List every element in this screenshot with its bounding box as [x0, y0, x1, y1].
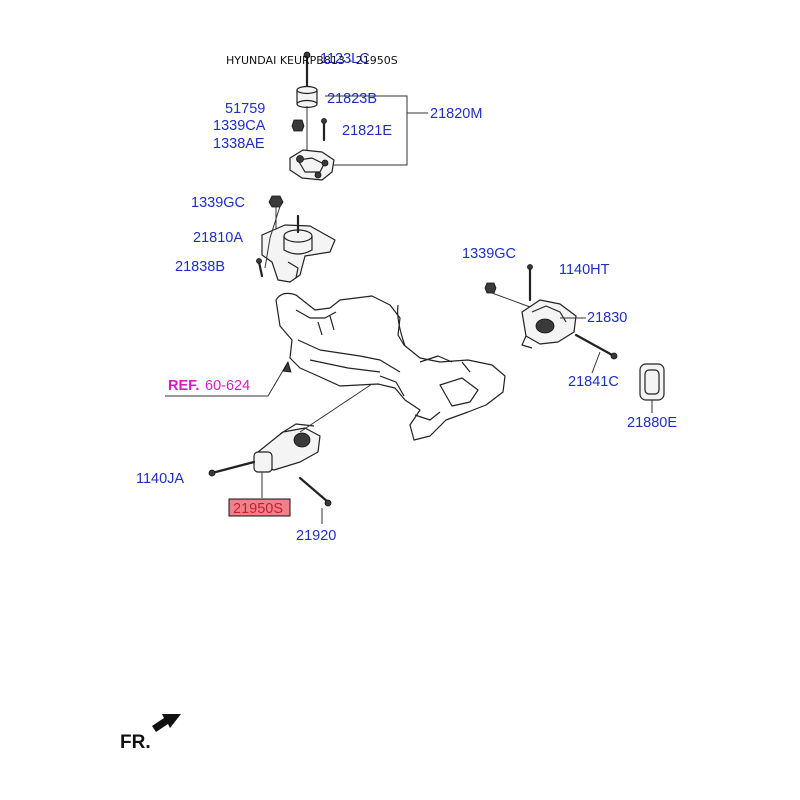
upper-mount-bracket-group — [289, 51, 428, 181]
label-21880e: 21880E — [627, 415, 677, 431]
label-21830: 21830 — [587, 310, 627, 326]
diagram-header-title: HYUNDAI KEURPB813 - 21950S — [226, 54, 398, 67]
front-label: FR. — [120, 732, 151, 753]
label-1339gc-right: 1339GC — [462, 246, 516, 262]
nut-1339ca — [291, 119, 305, 132]
cover-21880e — [639, 363, 665, 413]
label-21838b: 21838B — [175, 259, 225, 275]
label-1339gc-left: 1339GC — [191, 195, 245, 211]
ref-callout — [165, 360, 292, 397]
front-direction-arrow-icon — [152, 714, 181, 732]
bracket-plate — [289, 149, 335, 181]
label-1123lc: 1123LC — [320, 51, 370, 67]
bolt-1123lc — [303, 51, 311, 90]
bushing-21823b — [296, 85, 318, 109]
label-51759: 51759 — [225, 101, 265, 117]
label-21823b: 21823B — [327, 91, 377, 107]
label-1140ht: 1140HT — [559, 262, 610, 278]
ref-number: 60-624 — [205, 378, 250, 394]
ref-prefix: REF. — [168, 378, 199, 394]
label-21820m: 21820M — [430, 106, 482, 122]
transmission-mount-21830 — [484, 264, 618, 374]
bolt-21821e — [321, 118, 327, 142]
label-21950s-highlight — [228, 498, 291, 517]
label-21920: 21920 — [296, 528, 336, 544]
roll-rod-21950s — [208, 383, 373, 524]
label-1339ca: 1339CA — [213, 118, 266, 134]
subframe — [275, 292, 506, 441]
engine-mount-21810a — [256, 195, 336, 283]
label-21821e: 21821E — [342, 123, 392, 139]
label-21950s: 21950S — [233, 501, 283, 517]
label-1140ja: 1140JA — [136, 471, 184, 487]
label-1338ae: 1338AE — [213, 136, 265, 152]
label-21810a: 21810A — [193, 230, 243, 246]
label-21841c: 21841C — [568, 374, 619, 390]
